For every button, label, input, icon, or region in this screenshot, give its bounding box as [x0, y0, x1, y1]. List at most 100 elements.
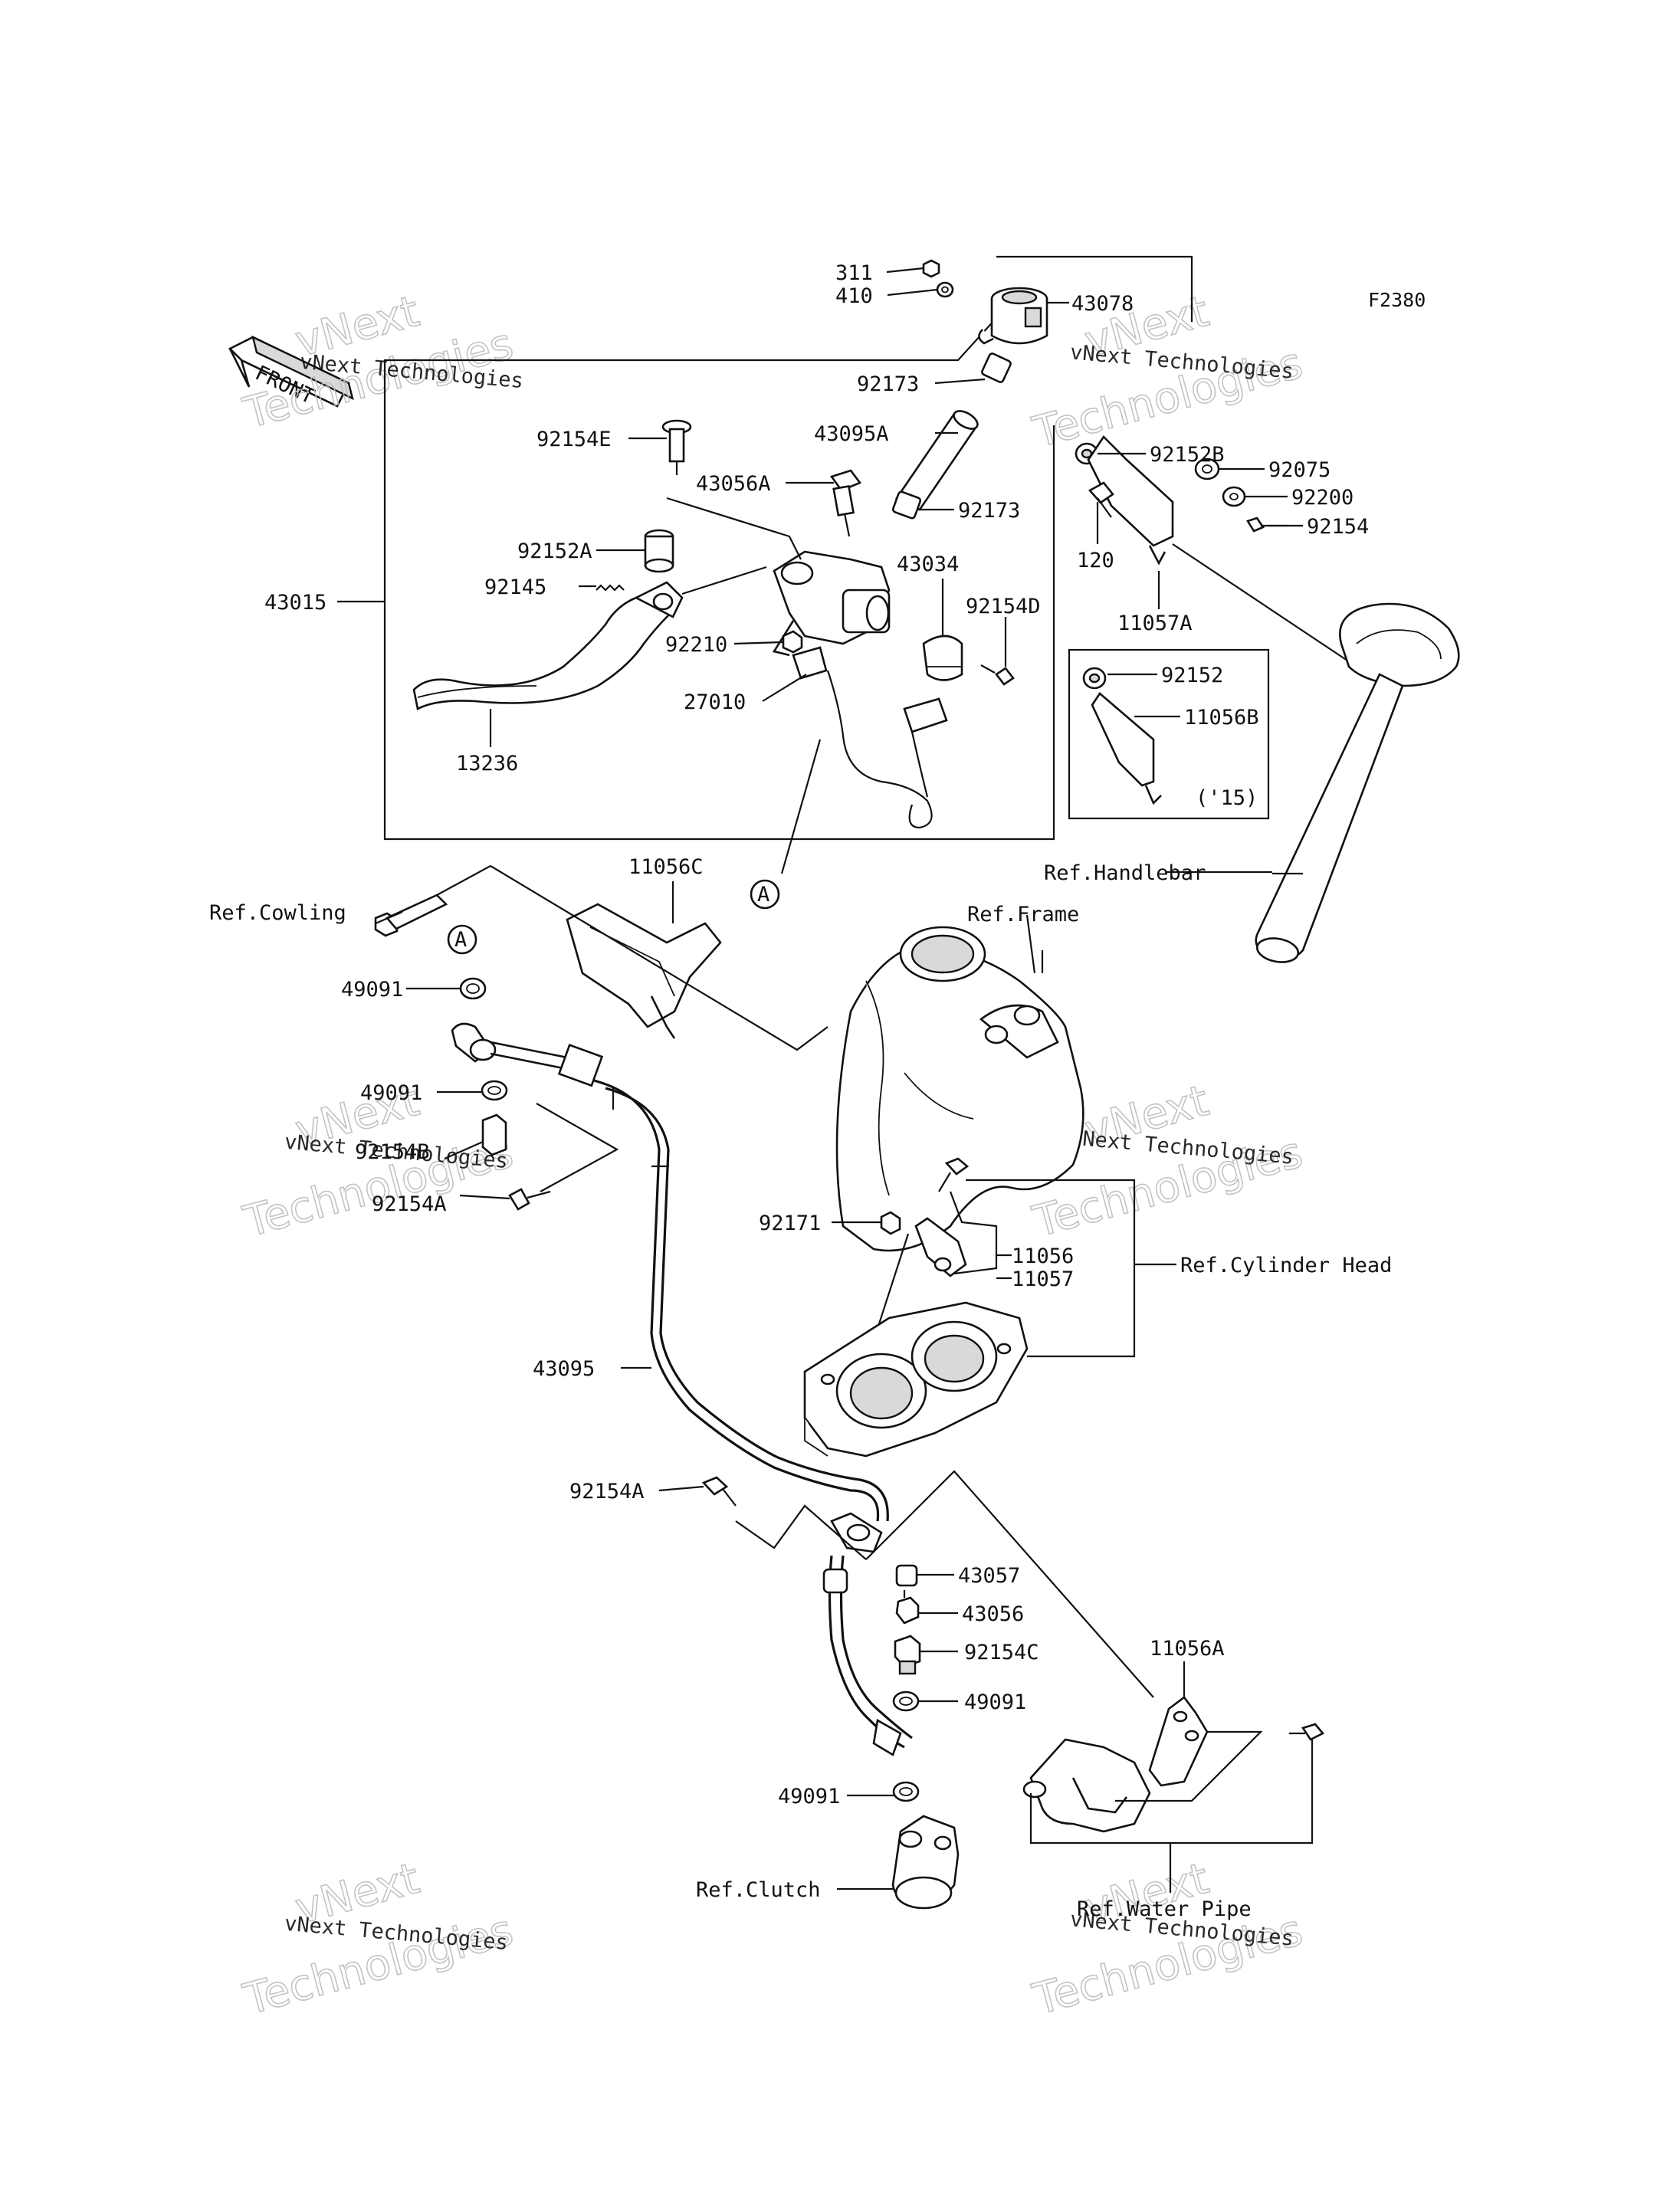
leader-lower-clamp	[735, 1504, 867, 1560]
part-label-43015: 43015	[264, 591, 326, 615]
part-label-92145: 92145	[484, 575, 546, 599]
ref-label-cylinder-head: Ref.Cylinder Head	[1180, 1254, 1392, 1277]
leader-cylinder-head	[1027, 1216, 1136, 1358]
clutch-switch-27010	[792, 646, 948, 829]
washer-92075	[1194, 457, 1220, 480]
part-label-92200: 92200	[1291, 486, 1354, 510]
part-label-49091-d: 49091	[778, 1785, 840, 1808]
bolt-cylinder-head	[938, 1157, 970, 1192]
ref-label-handlebar: Ref.Handlebar	[1044, 861, 1206, 885]
part-label-92075: 92075	[1268, 458, 1331, 482]
part-label-43057: 43057	[958, 1564, 1020, 1588]
ref-label-cowling: Ref.Cowling	[209, 901, 346, 925]
spring-92145	[596, 584, 625, 592]
nut-92210	[782, 630, 803, 654]
water-pipe	[1022, 1738, 1151, 1833]
reservoir-tank	[978, 287, 1048, 345]
bolt-92154D	[980, 664, 1015, 686]
part-label-27010: 27010	[684, 690, 746, 714]
part-label-92154C: 92154C	[964, 1641, 1039, 1664]
handlebar-clamp-43034	[922, 635, 963, 681]
part-label-92171: 92171	[759, 1212, 821, 1235]
ref-label-water-pipe: Ref.Water Pipe	[1077, 1897, 1252, 1921]
callout-a-top: A	[750, 739, 822, 910]
frame	[835, 926, 1084, 1252]
part-label-92152B: 92152B	[1150, 443, 1225, 467]
master-cylinder-group-frame	[337, 255, 1193, 841]
part-label-92154D: 92154D	[966, 595, 1041, 618]
diagram-code: F2380	[1368, 289, 1426, 311]
leader-water-pipe	[1029, 1740, 1314, 1844]
watermark-top-right: vNext Technologies vNext Technologies	[1027, 286, 1308, 458]
bracket-11056B-box	[1068, 648, 1270, 820]
banjo-bolt-43056A	[829, 469, 862, 537]
part-label-92173-lower: 92173	[958, 499, 1020, 523]
bleeder-43056	[895, 1590, 920, 1625]
part-label-92173-upper: 92173	[857, 372, 919, 396]
part-label-43034: 43034	[897, 553, 959, 576]
bolt-92154A-upper	[508, 1188, 551, 1211]
label-leaders	[375, 267, 1303, 1890]
front-arrow-icon: FRONT	[228, 335, 354, 409]
part-label-49091-c: 49091	[964, 1690, 1026, 1714]
part-label-11056C: 11056C	[628, 855, 704, 879]
part-labels: 311 410 43078 92173 43095A 92152B 92154E…	[264, 261, 1369, 1808]
washer-49091-b	[481, 1080, 508, 1101]
washer-49091-d	[892, 1781, 920, 1802]
leader-11056C-frame	[490, 865, 829, 1051]
part-label-120: 120	[1077, 549, 1114, 572]
part-label-410: 410	[835, 284, 873, 308]
handlebar	[1172, 543, 1460, 963]
callout-a-label: A	[757, 883, 769, 907]
master-cylinder-body	[772, 550, 891, 657]
hose-upper-fitting	[451, 1022, 604, 1087]
collar-92152A	[644, 529, 674, 573]
part-label-92154B: 92154B	[355, 1140, 430, 1164]
bracket-11056-11057	[914, 1217, 967, 1277]
watermark-bottom-left: vNext Technologies vNext Technologies	[238, 1853, 519, 2025]
part-label-11056B: 11056B	[1184, 706, 1259, 730]
washer-92200	[1222, 486, 1246, 507]
part-label-11057: 11057	[1012, 1267, 1074, 1291]
part-label-13236: 13236	[456, 752, 518, 776]
part-label-43095: 43095	[533, 1357, 595, 1381]
clutch-hose-43095	[593, 1079, 889, 1522]
washer-49091-a	[459, 977, 487, 1000]
leader-cylinder-head-top	[966, 1179, 1136, 1216]
part-label-92154: 92154	[1307, 515, 1369, 539]
hose-clamp-92173-upper	[981, 353, 1012, 383]
part-label-11056: 11056	[1012, 1244, 1074, 1268]
leader-11056A	[865, 1470, 1154, 1698]
leader-water-pipe-bracket	[1115, 1730, 1263, 1802]
banjo-bolt-92154B	[481, 1113, 507, 1156]
part-label-92154A-upper: 92154A	[372, 1192, 447, 1216]
ref-label-clutch: Ref.Clutch	[696, 1878, 821, 1902]
reservoir-bracket-11057A	[1087, 434, 1174, 566]
banjo-bolt-92154C	[894, 1635, 921, 1675]
watermark-bottom-right: vNext Technologies vNext Technologies	[1027, 1853, 1308, 2025]
hose-lower-clamp	[830, 1512, 883, 1553]
part-label-92152: 92152	[1161, 664, 1223, 687]
cylinder-head	[803, 1301, 1029, 1458]
part-label-15: ('15)	[1196, 786, 1258, 810]
part-label-92210: 92210	[665, 633, 727, 657]
part-label-43095A: 43095A	[814, 422, 889, 446]
part-label-43056A: 43056A	[696, 472, 771, 496]
part-label-43078: 43078	[1071, 292, 1134, 316]
bolt-120	[1088, 481, 1114, 518]
part-label-11057A: 11057A	[1117, 612, 1193, 635]
leader-cowling-bracket	[436, 865, 491, 896]
part-label-49091-a: 49091	[341, 978, 403, 1002]
cowling-bolt	[374, 894, 448, 937]
nut-92171	[880, 1211, 901, 1235]
bolt-92154A-lower	[701, 1476, 737, 1507]
leader-bracket-11056	[949, 1191, 998, 1275]
cap-43057	[895, 1564, 918, 1587]
part-label-311: 311	[835, 261, 873, 285]
part-label-92152A: 92152A	[517, 539, 592, 563]
callout-a-label: A	[454, 928, 467, 952]
bracket-11056A	[1148, 1696, 1209, 1787]
bracket-11056C	[566, 903, 722, 1039]
reference-labels: Ref.Handlebar Ref.Cowling Ref.Frame Ref.…	[209, 861, 1392, 1921]
